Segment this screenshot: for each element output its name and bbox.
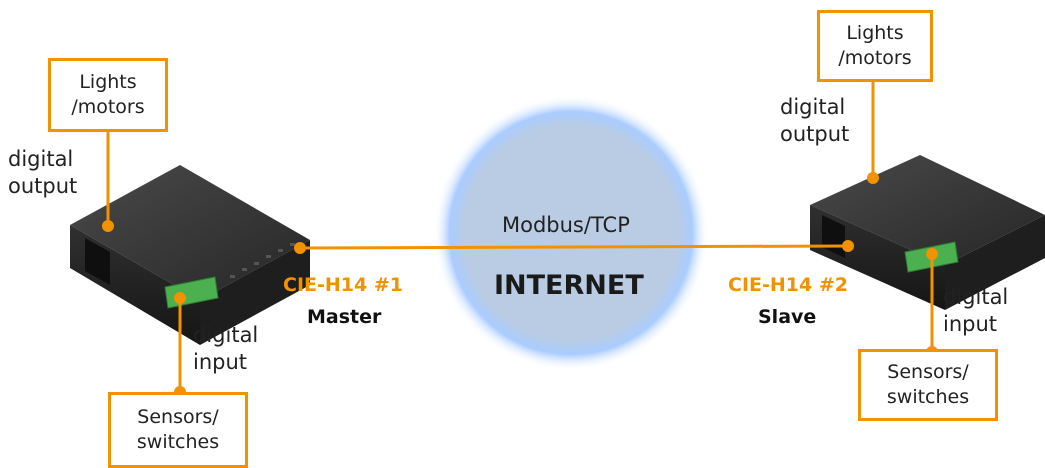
right-link-endpoint [842, 240, 854, 252]
left-link-endpoint [294, 242, 306, 254]
right-digital-input-label: digital input [943, 285, 1009, 336]
left-device-name: CIE-H14 #1 [283, 274, 403, 296]
right-lights-motors-box: Lights /motors [817, 10, 933, 82]
left-device-role: Master [307, 306, 382, 328]
internet-cloud [433, 95, 709, 371]
left-digital-output-label: digital output [8, 147, 78, 198]
right-sensors-switches-box: Sensors/ switches [858, 349, 998, 421]
left-lights-motors-box: Lights /motors [48, 58, 168, 132]
right-device [810, 155, 1045, 310]
network-link [299, 244, 849, 250]
internet-label: INTERNET [494, 270, 644, 301]
left-input-endpoint [174, 292, 186, 304]
right-device-name: CIE-H14 #2 [728, 274, 848, 296]
left-digital-input-label: digital input [193, 323, 259, 374]
left-sensors-switches-box: Sensors/ switches [108, 392, 248, 468]
protocol-label: Modbus/TCP [502, 213, 630, 237]
right-input-endpoint [926, 248, 938, 260]
left-output-endpoint [102, 220, 114, 232]
right-digital-output-label: digital output [780, 95, 850, 146]
left-device [70, 165, 310, 345]
right-output-endpoint [867, 172, 879, 184]
right-device-role: Slave [758, 306, 817, 328]
